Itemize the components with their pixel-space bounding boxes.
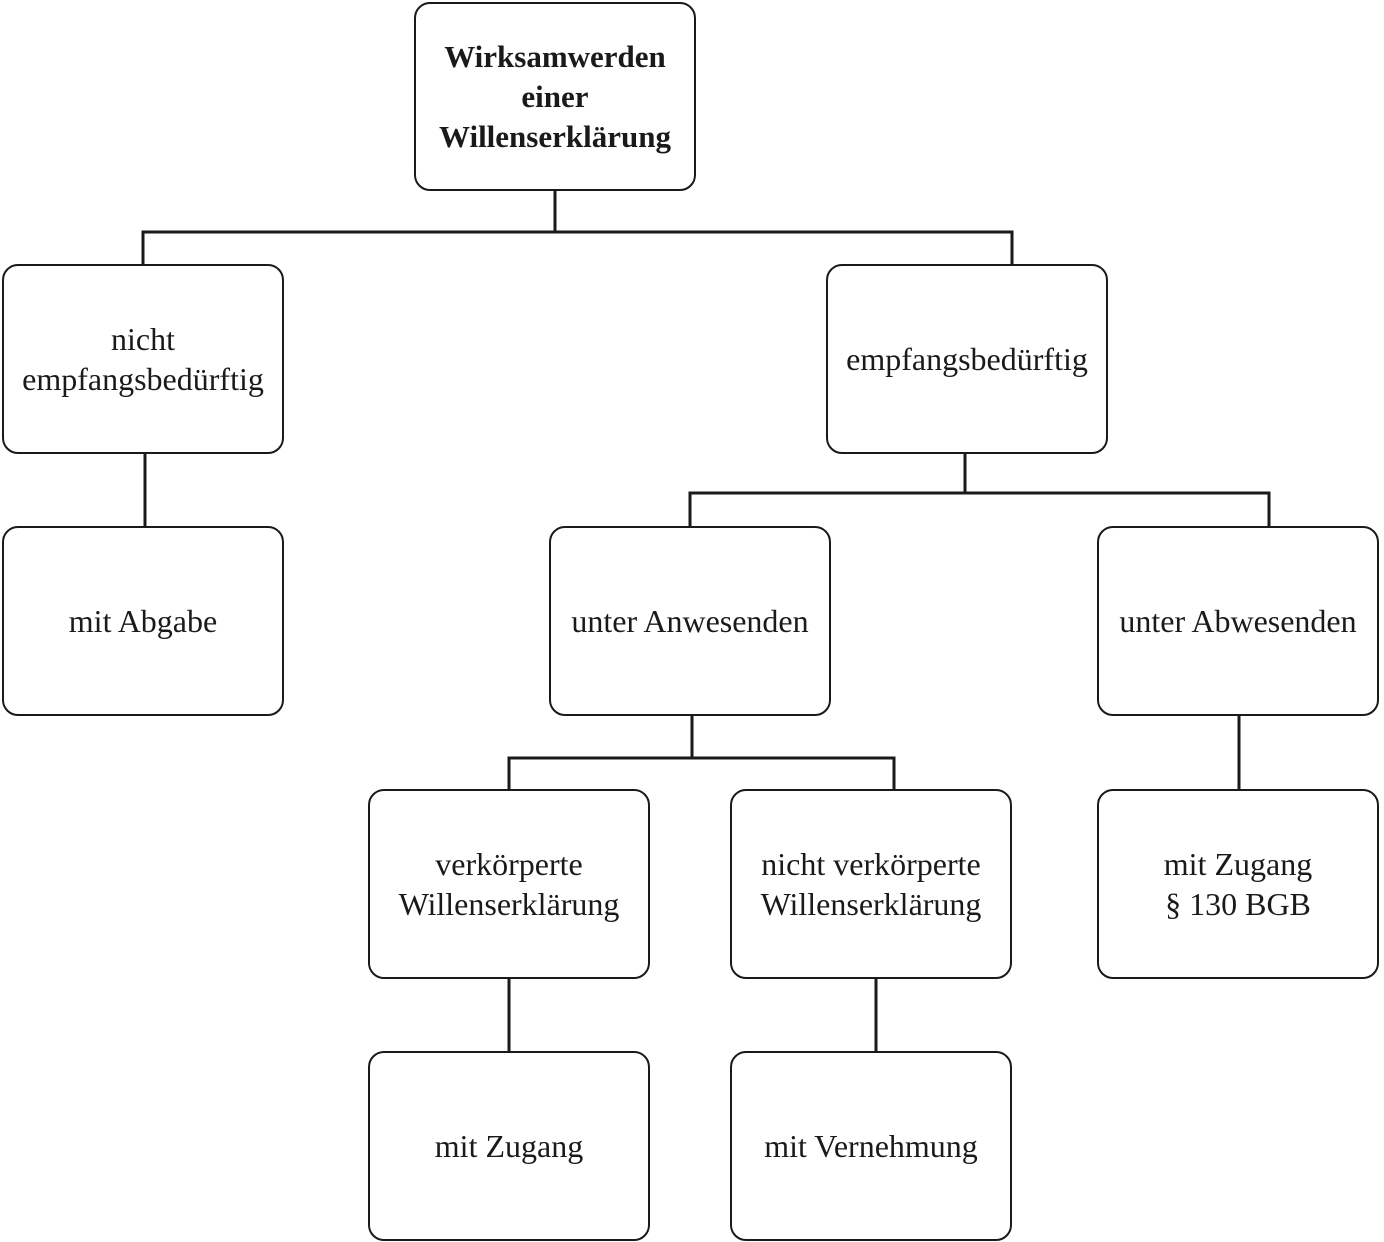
node-label-line: verkörperte [435,846,583,882]
node-label-line: mit Vernehmung [764,1128,978,1164]
node-label-line: unter Anwesenden [571,603,809,639]
node-empfangsbeduerftig: empfangsbedürftig [826,264,1108,454]
node-label-line: empfangsbedürftig [22,361,264,397]
node-label-line: Willenserklärung [760,886,982,922]
node-label-line: Wirksamwerden [444,38,666,74]
node-mit-zugang-130-bgb: mit Zugang § 130 BGB [1097,789,1379,979]
node-label-line: mit Zugang [434,1128,584,1164]
node-label-line: mit Abgabe [68,603,218,639]
node-label-line: Willenserklärung [439,118,671,154]
node-verkoerperte-willenserklaerung: verkörperte Willenserklärung [368,789,650,979]
node-nicht-verkoerperte-willenserklaerung: nicht verkörperte Willenserklärung [730,789,1012,979]
node-unter-abwesenden: unter Abwesenden [1097,526,1379,716]
node-nicht-empfangsbeduerftig: nicht empfangsbedürftig [2,264,284,454]
node-label-line: mit Zugang [1163,846,1313,882]
node-label-line: empfangsbedürftig [846,341,1088,377]
node-mit-abgabe: mit Abgabe [2,526,284,716]
node-label-line: nicht verkörperte [761,846,981,882]
node-label-line: § 130 BGB [1165,886,1311,922]
node-label-line: nicht [111,321,175,357]
node-mit-zugang: mit Zugang [368,1051,650,1241]
edge-anw-to-children [507,716,896,789]
node-unter-anwesenden: unter Anwesenden [549,526,831,716]
node-label-line: unter Abwesenden [1119,603,1357,639]
node-label-line: Willenserklärung [398,886,620,922]
node-wirksamwerden: Wirksamwerden einer Willenserklärung [414,2,696,191]
edge-empf-to-children [688,454,1271,526]
node-label-line: einer [521,78,589,114]
edge-root-to-branches [141,191,1014,264]
node-mit-vernehmung: mit Vernehmung [730,1051,1012,1241]
